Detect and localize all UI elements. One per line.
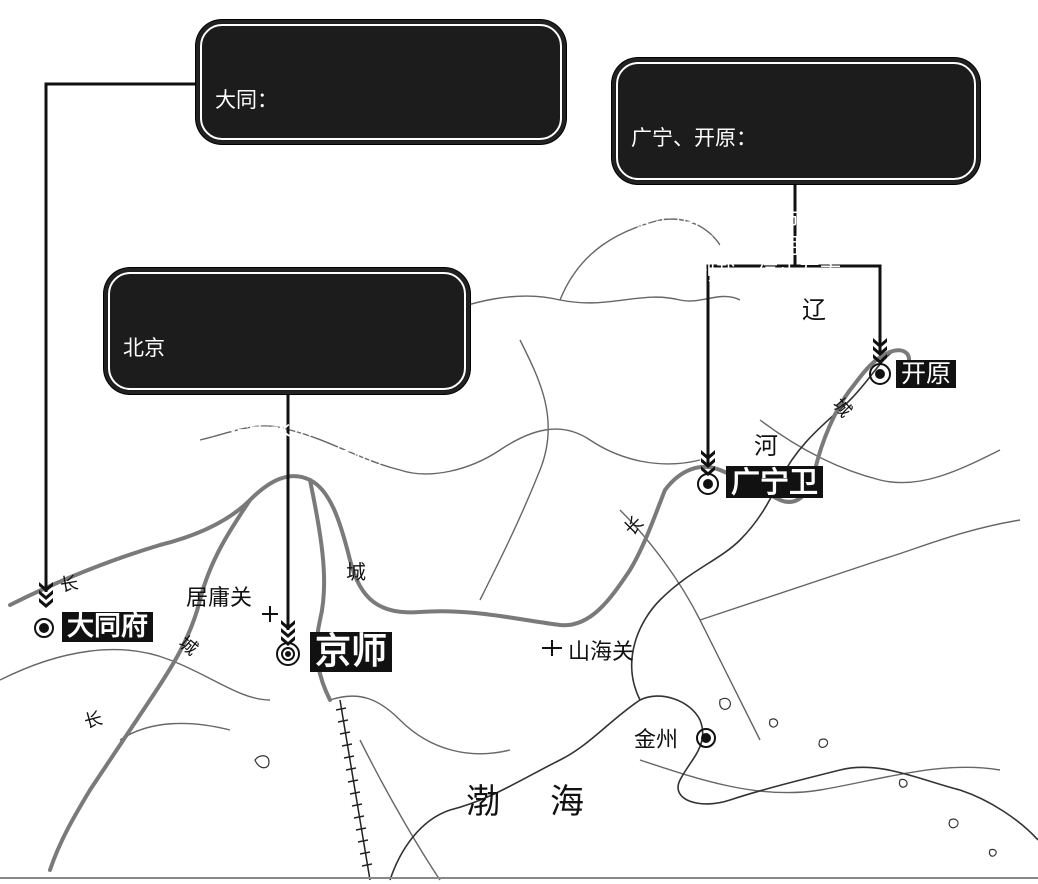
callout-datong-body: 马市贸易：瓦剌以驼马皮毛换 取日用品，铜、铁、兵器则属 于违禁物品，禁止买卖 <box>215 169 488 247</box>
callout-beijing: 北京 朝贡贸易：始于永乐年间，瓦 剌入贡驼马兽皮，明朝估价， 另有大量赏赐 <box>104 268 470 495</box>
pass-markers <box>262 606 562 656</box>
city-jingshi: 京师 <box>310 632 393 672</box>
label-juyongguan: 居庸关 <box>186 586 253 611</box>
label-sea-1: 渤 <box>466 782 502 822</box>
label-he: 河 <box>754 432 778 460</box>
callout-guangning-kaiyuan-title: 广宁、开原： <box>631 126 757 150</box>
callout-datong: 大同： 马市贸易：瓦剌以驼马皮毛换 取日用品，铜、铁、兵器则属 于违禁物品，禁止… <box>196 20 566 247</box>
city-datongfu-label: 大同府 <box>62 612 153 643</box>
callout-guangning-kaiyuan: 广宁、开原： 永乐年间曾设马市，因兀良哈 三卫归附瓦剌，明政府对其实 行经济制裁… <box>612 58 980 285</box>
label-liao: 辽 <box>802 296 826 324</box>
city-datongfu: 大同府 <box>62 612 153 643</box>
city-kaiyuan-label: 开原 <box>896 360 957 389</box>
label-sea-2: 海 <box>550 782 586 822</box>
callout-datong-title: 大同： <box>215 88 278 112</box>
city-jingshi-label: 京师 <box>310 632 393 672</box>
great-wall <box>8 348 911 872</box>
label-shanhaiguan: 山海关 <box>568 640 635 665</box>
city-guangningwei-label: 广宁卫 <box>726 466 824 499</box>
connectors <box>44 82 882 630</box>
callout-beijing-title: 北京 <box>123 336 165 360</box>
city-kaiyuan: 开原 <box>896 360 957 389</box>
railway <box>335 699 373 881</box>
callout-guangning-kaiyuan-body: 永乐年间曾设马市，因兀良哈 三卫归附瓦剌，明政府对其实 行经济制裁，停止互市 <box>631 207 904 285</box>
label-jinzhou: 金州 <box>634 728 679 753</box>
islands <box>254 697 997 857</box>
arrowheads <box>39 338 887 646</box>
label-cheng-north: 城 <box>346 560 366 584</box>
city-guangningwei: 广宁卫 <box>726 466 824 499</box>
city-symbols <box>34 363 891 748</box>
callout-beijing-body: 朝贡贸易：始于永乐年间，瓦 剌入贡驼马兽皮，明朝估价， 另有大量赏赐 <box>123 417 396 495</box>
